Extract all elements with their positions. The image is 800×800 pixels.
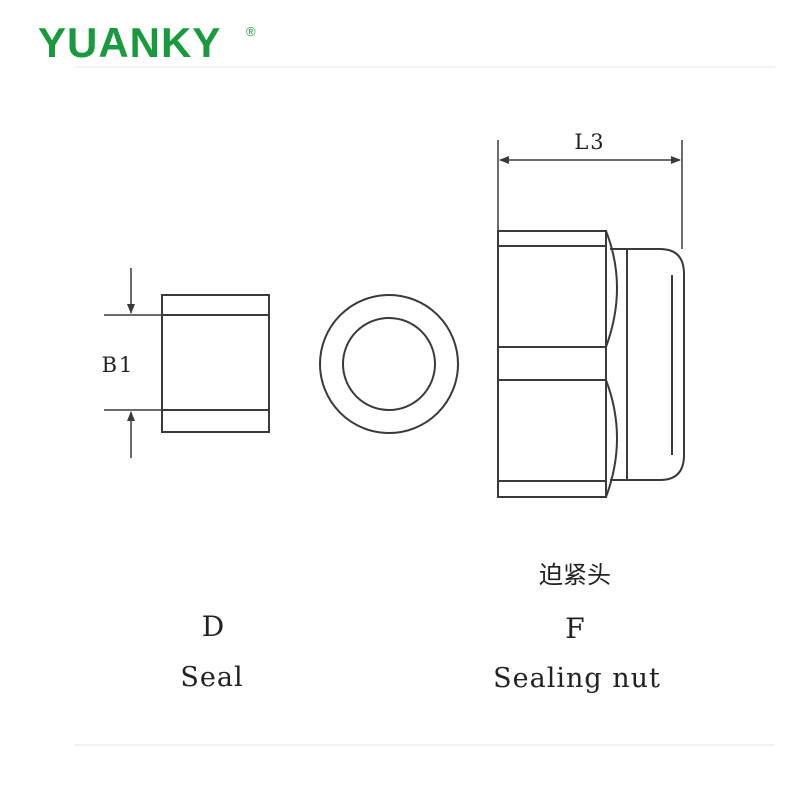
l3-label: L3 bbox=[574, 130, 606, 154]
sealing-nut-letter: F bbox=[565, 612, 585, 645]
sealing-nut-side-view bbox=[497, 230, 685, 498]
nut-cap-dome bbox=[610, 248, 685, 481]
sealing-nut-name: Sealing nut bbox=[493, 663, 661, 694]
top-border-line bbox=[75, 66, 775, 68]
nut-hex-curve-lower bbox=[605, 379, 618, 498]
seal-body-outline bbox=[161, 294, 270, 433]
registered-mark: ® bbox=[246, 24, 256, 39]
seal-name: Seal bbox=[180, 662, 244, 693]
seal-letter: D bbox=[201, 610, 225, 643]
seal-end-view bbox=[319, 294, 459, 434]
b1-dimension-lines bbox=[104, 268, 162, 458]
b1-label: B1 bbox=[101, 353, 135, 377]
sealing-nut-chinese-name: 迫紧头 bbox=[539, 561, 611, 589]
ring-outer-circle bbox=[319, 294, 459, 434]
bottom-border-line bbox=[75, 744, 775, 746]
ring-inner-circle bbox=[342, 317, 436, 411]
l3-dimension-lines bbox=[497, 140, 683, 249]
seal-side-view bbox=[161, 294, 270, 433]
brand-logo: YUANKY bbox=[38, 19, 222, 66]
nut-hex-body bbox=[497, 230, 607, 498]
nut-hex-curve-upper bbox=[605, 230, 618, 348]
